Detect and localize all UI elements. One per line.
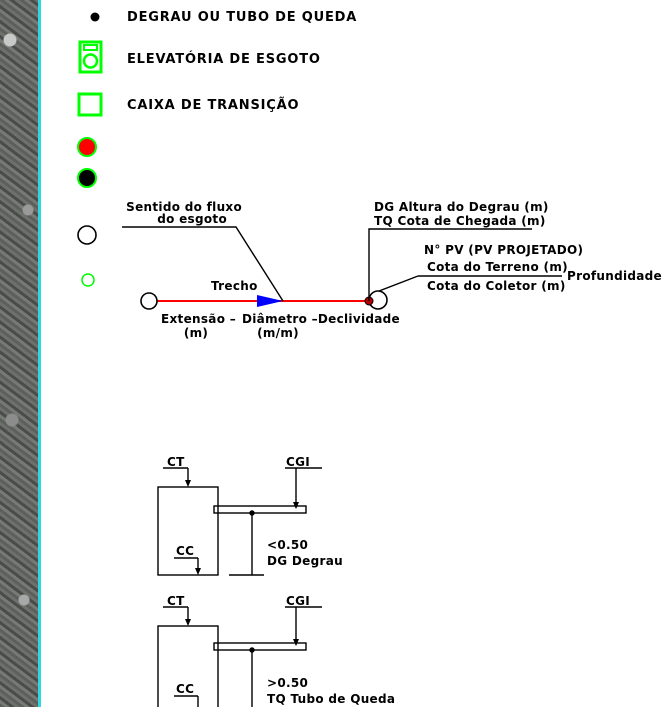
aerial-photo-border xyxy=(38,0,41,707)
pv-number-label: N° PV (PV PROJETADO) xyxy=(424,243,584,257)
degrau-ct-label: CT xyxy=(167,455,185,469)
black-pv-symbol-icon xyxy=(77,168,97,188)
degrau-caption: DG Degrau xyxy=(267,554,343,568)
drop-height-label: DG Altura do Degrau (m) xyxy=(374,200,549,214)
degrau-detail-drawing xyxy=(157,467,322,576)
tubo-queda-caption: TQ Tubo de Queda xyxy=(267,692,396,706)
flow-direction-label-line2: do esgoto xyxy=(157,212,227,226)
white-pv-symbol-icon xyxy=(77,225,97,245)
flow-diagram-lines xyxy=(122,226,562,310)
flow-direction-label-line1: Sentido do fluxo xyxy=(126,200,242,214)
tubo-queda-cc-label: CC xyxy=(176,682,195,696)
tubo-queda-cgi-label: CGI xyxy=(286,594,311,608)
tubo-queda-ct-label: CT xyxy=(167,594,185,608)
legend-label-degrau: DEGRAU OU TUBO DE QUEDA xyxy=(127,10,358,25)
tubo-queda-detail-drawing xyxy=(157,606,322,707)
caixa-transicao-symbol-icon xyxy=(77,92,103,117)
collector-elevation-label: Cota do Coletor (m) xyxy=(427,279,566,293)
degrau-symbol-icon xyxy=(90,12,100,22)
length-label-line2: (m) xyxy=(183,326,209,340)
elevatoria-symbol-icon xyxy=(78,40,103,74)
legend-label-elevatoria: ELEVATÓRIA DE ESGOTO xyxy=(127,52,321,67)
depth-label: Profundidade (m) xyxy=(567,269,663,283)
slope-unit-label: (m/m) xyxy=(257,326,299,340)
degrau-cc-label: CC xyxy=(176,544,195,558)
legend-label-caixa-transicao: CAIXA DE TRANSIÇÃO xyxy=(127,98,300,113)
length-label-line1: Extensão – xyxy=(161,312,237,326)
red-pv-symbol-icon xyxy=(77,137,97,157)
aerial-photo-strip xyxy=(0,0,38,707)
segment-label: Trecho xyxy=(211,279,258,293)
arrival-elevation-label: TQ Cota de Chegada (m) xyxy=(374,214,546,228)
degrau-threshold-label: <0.50 xyxy=(267,538,309,552)
degrau-cgi-label: CGI xyxy=(286,455,311,469)
tubo-queda-threshold-label: >0.50 xyxy=(267,676,309,690)
green-pv-symbol-icon xyxy=(81,273,95,287)
diameter-slope-label: Diâmetro –Declividade xyxy=(242,312,400,326)
ground-elevation-label: Cota do Terreno (m) xyxy=(427,260,568,274)
